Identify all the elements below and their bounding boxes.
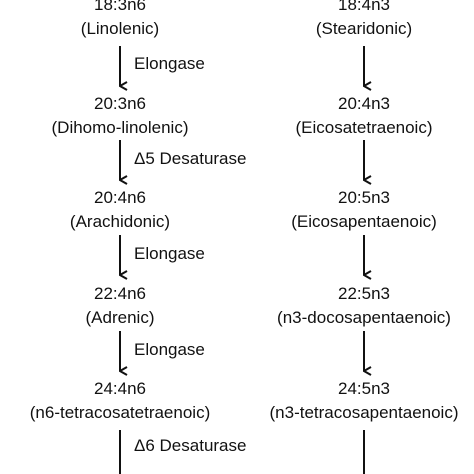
left-node-2-name: (Dihomo-linolenic) [51,118,189,137]
left-node-5-formula: 24:4n6 [94,379,146,398]
right-node-4-formula: 22:5n3 [338,284,390,303]
right-node-2-name: (Eicosatetraenoic) [295,118,433,137]
right-node-3-formula: 20:5n3 [338,188,390,207]
right-node-2-formula: 20:4n3 [338,94,390,113]
left-node-3-formula: 20:4n6 [94,188,146,207]
right-node-5-name: (n3-tetracosapentaenoic) [269,403,459,422]
right-node-4-name: (n3-docosapentaenoic) [277,308,451,327]
left-node-2-formula: 20:3n6 [94,94,146,113]
enzyme-label-3: Elongase [134,244,205,263]
left-node-1-name: (Linolenic) [80,19,160,38]
left-node-5-name: (n6-tetracosatetraenoic) [29,403,211,422]
right-node-1-formula: 18:4n3 [338,0,390,14]
left-node-4-formula: 22:4n6 [94,284,146,303]
left-node-1-formula: 18:3n6 [94,0,146,14]
right-node-5-formula: 24:5n3 [338,379,390,398]
left-node-3-name: (Arachidonic) [69,212,171,231]
left-node-4-name: (Adrenic) [85,308,155,327]
enzyme-label-1: Elongase [134,54,205,73]
right-node-1-name: (Stearidonic) [315,19,413,38]
enzyme-label-2: Δ5 Desaturase [134,149,247,168]
right-node-3-name: (Eicosapentaenoic) [291,212,437,231]
enzyme-label-5: Δ6 Desaturase [134,436,247,455]
enzyme-label-4: Elongase [134,340,205,359]
